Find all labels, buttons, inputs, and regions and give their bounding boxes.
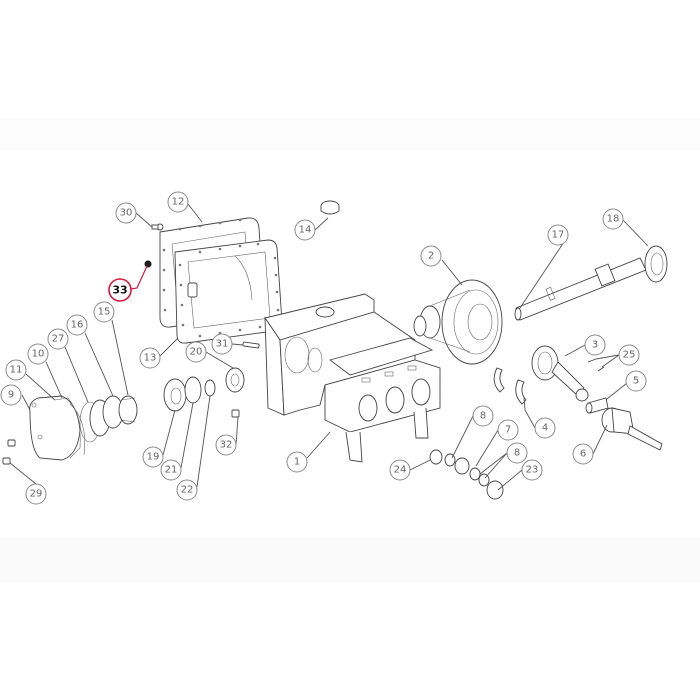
callout-15[interactable]: 15 (93, 301, 115, 323)
callout-13[interactable]: 13 (139, 347, 161, 369)
callout-label: 29 (30, 489, 43, 500)
part-33-plug-highlighted (144, 260, 152, 268)
callout-label: 15 (98, 307, 111, 318)
part-32-plug (231, 409, 240, 418)
callout-label: 33 (112, 284, 127, 297)
callout-label: 11 (10, 365, 23, 376)
callout-22[interactable]: 22 (176, 479, 198, 501)
callout-label: 5 (633, 376, 639, 387)
callout-3[interactable]: 3 (584, 334, 606, 356)
callout-label: 9 (8, 390, 14, 401)
part-5-wrist-pin (585, 397, 609, 414)
callout-9[interactable]: 9 (0, 384, 22, 406)
part-30-fitting (151, 223, 164, 231)
part-3-connecting-rod (531, 345, 589, 402)
faint-band-top (0, 118, 700, 150)
callout-8b[interactable]: 8 (506, 442, 528, 464)
callout-label: 25 (623, 350, 636, 361)
callout-17[interactable]: 17 (547, 224, 569, 246)
callout-label: 24 (394, 465, 407, 476)
part-1-crankcase (264, 293, 441, 463)
callout-label: 32 (220, 440, 233, 451)
callout-label: 30 (120, 208, 133, 219)
callout-33-highlighted[interactable]: 33 (108, 278, 132, 302)
callout-30[interactable]: 30 (115, 202, 137, 224)
callout-24[interactable]: 24 (389, 459, 411, 481)
part-4-bearing-shells (493, 367, 527, 405)
callout-25[interactable]: 25 (618, 344, 640, 366)
callout-label: 18 (607, 214, 620, 225)
callout-20[interactable]: 20 (185, 341, 207, 363)
callout-label: 27 (52, 334, 65, 345)
callout-29[interactable]: 29 (25, 483, 47, 505)
callout-2[interactable]: 2 (420, 245, 442, 267)
callout-label: 6 (580, 449, 586, 460)
callout-16[interactable]: 16 (66, 314, 88, 336)
callout-27[interactable]: 27 (47, 328, 69, 350)
callout-label: 2 (428, 251, 434, 262)
part-seal-stack (429, 449, 504, 500)
callout-12[interactable]: 12 (167, 191, 189, 213)
part-2-crankshaft (413, 279, 503, 365)
callout-18[interactable]: 18 (602, 208, 624, 230)
callout-8a[interactable]: 8 (472, 405, 494, 427)
part-side-cover-assembly (29, 395, 138, 461)
callout-23[interactable]: 23 (521, 459, 543, 481)
callout-label: 12 (172, 197, 185, 208)
part-14-breather-cap (320, 200, 340, 215)
part-bearing-cover-stack (163, 367, 245, 412)
part-31-key (242, 341, 260, 349)
part-33-leader-line (130, 265, 148, 290)
callout-21[interactable]: 21 (160, 459, 182, 481)
faint-band-bottom (0, 538, 700, 582)
callout-6[interactable]: 6 (572, 443, 594, 465)
callout-label: 31 (216, 339, 229, 350)
part-25-screws (587, 358, 605, 372)
callout-label: 21 (165, 465, 178, 476)
callout-32[interactable]: 32 (215, 434, 237, 456)
callout-label: 8 (480, 411, 486, 422)
callout-10[interactable]: 10 (27, 343, 49, 365)
callout-label: 20 (190, 347, 203, 358)
callout-label: 7 (505, 425, 511, 436)
callout-label: 13 (144, 353, 157, 364)
callout-5[interactable]: 5 (625, 370, 647, 392)
part-17-shaft (514, 257, 647, 321)
callout-label: 4 (542, 423, 548, 434)
callout-label: 22 (181, 485, 194, 496)
callout-label: 1 (294, 457, 300, 468)
callout-label: 14 (299, 225, 312, 236)
part-29-bolts (2, 439, 16, 465)
callout-label: 8 (514, 448, 520, 459)
part-6-plunger (601, 407, 663, 451)
callout-4[interactable]: 4 (534, 417, 556, 439)
callout-label: 16 (71, 320, 84, 331)
callout-19[interactable]: 19 (142, 446, 164, 468)
callout-label: 10 (32, 349, 45, 360)
part-18-flange (644, 245, 668, 283)
callout-7[interactable]: 7 (497, 419, 519, 441)
callout-14[interactable]: 14 (294, 219, 316, 241)
callout-label: 17 (552, 230, 565, 241)
callout-1[interactable]: 1 (286, 451, 308, 473)
callout-label: 19 (147, 452, 160, 463)
callout-11[interactable]: 11 (5, 359, 27, 381)
callout-31[interactable]: 31 (211, 333, 233, 355)
callout-label: 3 (592, 340, 598, 351)
callout-label: 23 (526, 465, 539, 476)
leader-lines (9, 203, 649, 491)
